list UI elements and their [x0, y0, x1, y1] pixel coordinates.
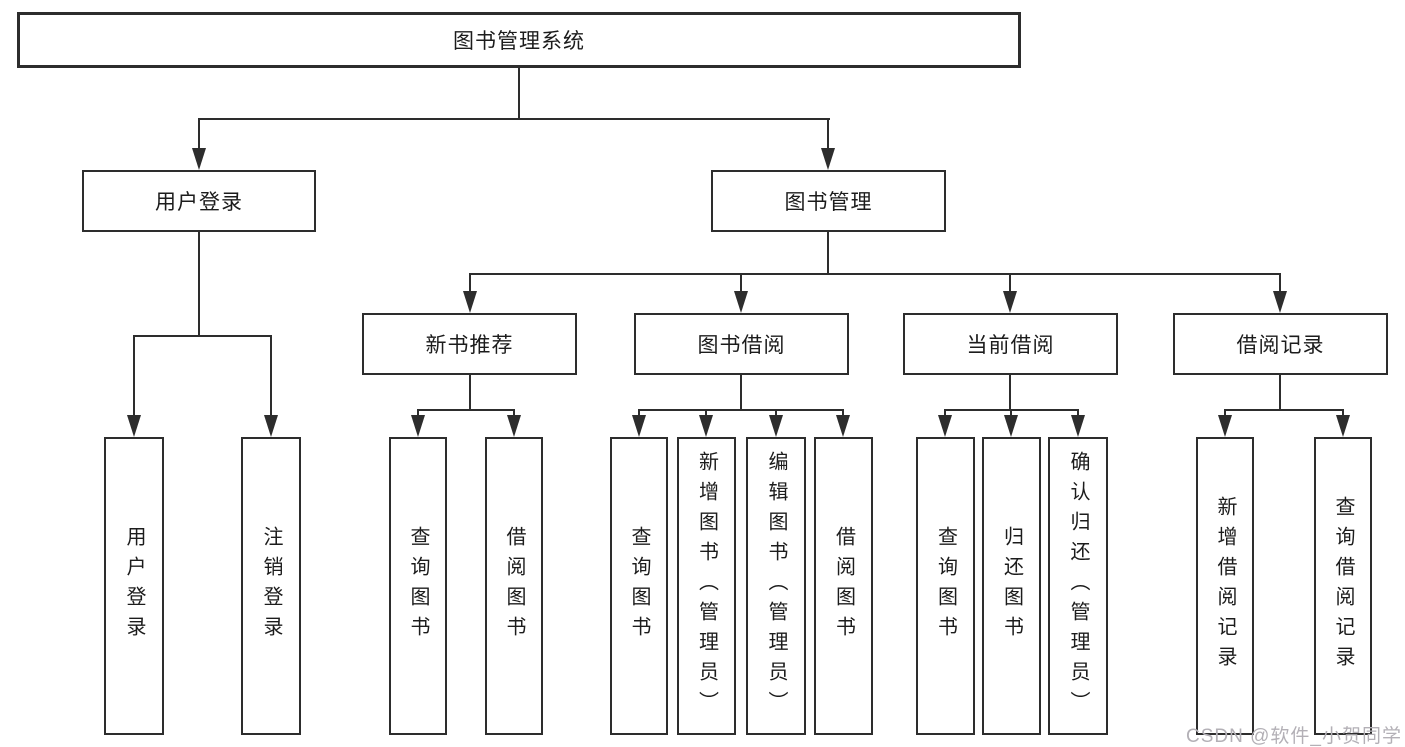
connector-line [133, 335, 135, 416]
leaf-logout: 注销登录 [241, 437, 301, 735]
connector-line [1009, 375, 1011, 411]
arrow-down-icon [411, 415, 425, 437]
leaf-cb-query-book: 查询图书 [916, 437, 975, 735]
connector-line [417, 409, 419, 418]
connector-line [469, 273, 1281, 275]
connector-line [638, 409, 640, 418]
connector-line [638, 409, 844, 411]
connector-line [1009, 273, 1011, 292]
connector-line [1279, 273, 1281, 292]
node-current-borrow: 当前借阅 [903, 313, 1118, 375]
leaf-bb-query-book: 查询图书 [610, 437, 668, 735]
leaf-label: 查询借阅记录 [1332, 496, 1354, 676]
leaf-nb-query-book: 查询图书 [389, 437, 447, 735]
arrow-down-icon [699, 415, 713, 437]
leaf-label: 新增借阅记录 [1214, 496, 1236, 676]
node-book-borrow: 图书借阅 [634, 313, 849, 375]
leaf-label: 编辑图书（管理员） [765, 451, 787, 721]
leaf-br-add-record: 新增借阅记录 [1196, 437, 1254, 735]
node-book-management: 图书管理 [711, 170, 946, 232]
connector-line [740, 273, 742, 292]
node-label: 图书管理 [784, 191, 873, 214]
leaf-label: 查询图书 [934, 526, 957, 646]
connector-line [513, 409, 515, 418]
connector-line [133, 335, 272, 337]
connector-line [827, 232, 829, 275]
connector-line [469, 273, 471, 292]
node-label: 图书管理系统 [453, 30, 585, 53]
arrow-down-icon [192, 148, 206, 170]
leaf-label: 用户登录 [123, 526, 145, 646]
leaf-label: 归还图书 [1000, 526, 1023, 646]
node-borrow-records: 借阅记录 [1173, 313, 1388, 375]
leaf-label: 借阅图书 [503, 526, 525, 646]
connector-line [469, 375, 471, 411]
connector-line [842, 409, 844, 418]
connector-line [518, 68, 520, 120]
arrow-down-icon [836, 415, 850, 437]
connector-line [775, 409, 777, 418]
connector-line [944, 409, 946, 418]
connector-line [270, 335, 272, 416]
arrow-down-icon [734, 291, 748, 313]
leaf-label: 借阅图书 [832, 526, 855, 646]
connector-line [740, 375, 742, 411]
arrow-down-icon [264, 415, 278, 437]
leaf-cb-confirm-return-admin: 确认归还（管理员） [1048, 437, 1108, 735]
arrow-down-icon [127, 415, 141, 437]
arrow-down-icon [1273, 291, 1287, 313]
connector-line [198, 232, 200, 337]
connector-line [705, 409, 707, 418]
leaf-bb-edit-book-admin: 编辑图书（管理员） [746, 437, 806, 735]
arrow-down-icon [938, 415, 952, 437]
leaf-br-query-record: 查询借阅记录 [1314, 437, 1372, 735]
leaf-label: 新增图书（管理员） [695, 451, 718, 721]
arrow-down-icon [463, 291, 477, 313]
node-label: 借阅记录 [1236, 334, 1325, 357]
leaf-user-login: 用户登录 [104, 437, 164, 735]
node-label: 当前借阅 [966, 334, 1055, 357]
arrow-down-icon [1071, 415, 1085, 437]
arrow-down-icon [1336, 415, 1350, 437]
connector-line [827, 118, 829, 150]
connector-line [198, 118, 830, 120]
connector-line [1224, 409, 1226, 418]
csdn-watermark: CSDN @软件_小贺同学 [1186, 726, 1402, 747]
leaf-bb-add-book-admin: 新增图书（管理员） [677, 437, 736, 735]
leaf-label: 注销登录 [260, 526, 282, 646]
connector-line [198, 118, 200, 150]
node-label: 新书推荐 [425, 334, 514, 357]
connector-line [1077, 409, 1079, 418]
leaf-label: 确认归还（管理员） [1067, 451, 1089, 721]
arrow-down-icon [507, 415, 521, 437]
arrow-down-icon [1004, 415, 1018, 437]
node-new-book-recommend: 新书推荐 [362, 313, 577, 375]
leaf-cb-return-book: 归还图书 [982, 437, 1041, 735]
connector-line [1224, 409, 1344, 411]
node-label: 用户登录 [155, 191, 243, 214]
leaf-label: 查询图书 [628, 526, 650, 646]
connector-line [1342, 409, 1344, 418]
arrow-down-icon [769, 415, 783, 437]
node-user-login: 用户登录 [82, 170, 316, 232]
node-library-management-system: 图书管理系统 [17, 12, 1021, 68]
arrow-down-icon [1218, 415, 1232, 437]
node-label: 图书借阅 [697, 334, 786, 357]
connector-line [1279, 375, 1281, 411]
leaf-bb-borrow-book: 借阅图书 [814, 437, 873, 735]
arrow-down-icon [632, 415, 646, 437]
arrow-down-icon [1003, 291, 1017, 313]
connector-line [1010, 409, 1012, 418]
connector-line [417, 409, 515, 411]
leaf-label: 查询图书 [407, 526, 429, 646]
arrow-down-icon [821, 148, 835, 170]
leaf-nb-borrow-book: 借阅图书 [485, 437, 543, 735]
